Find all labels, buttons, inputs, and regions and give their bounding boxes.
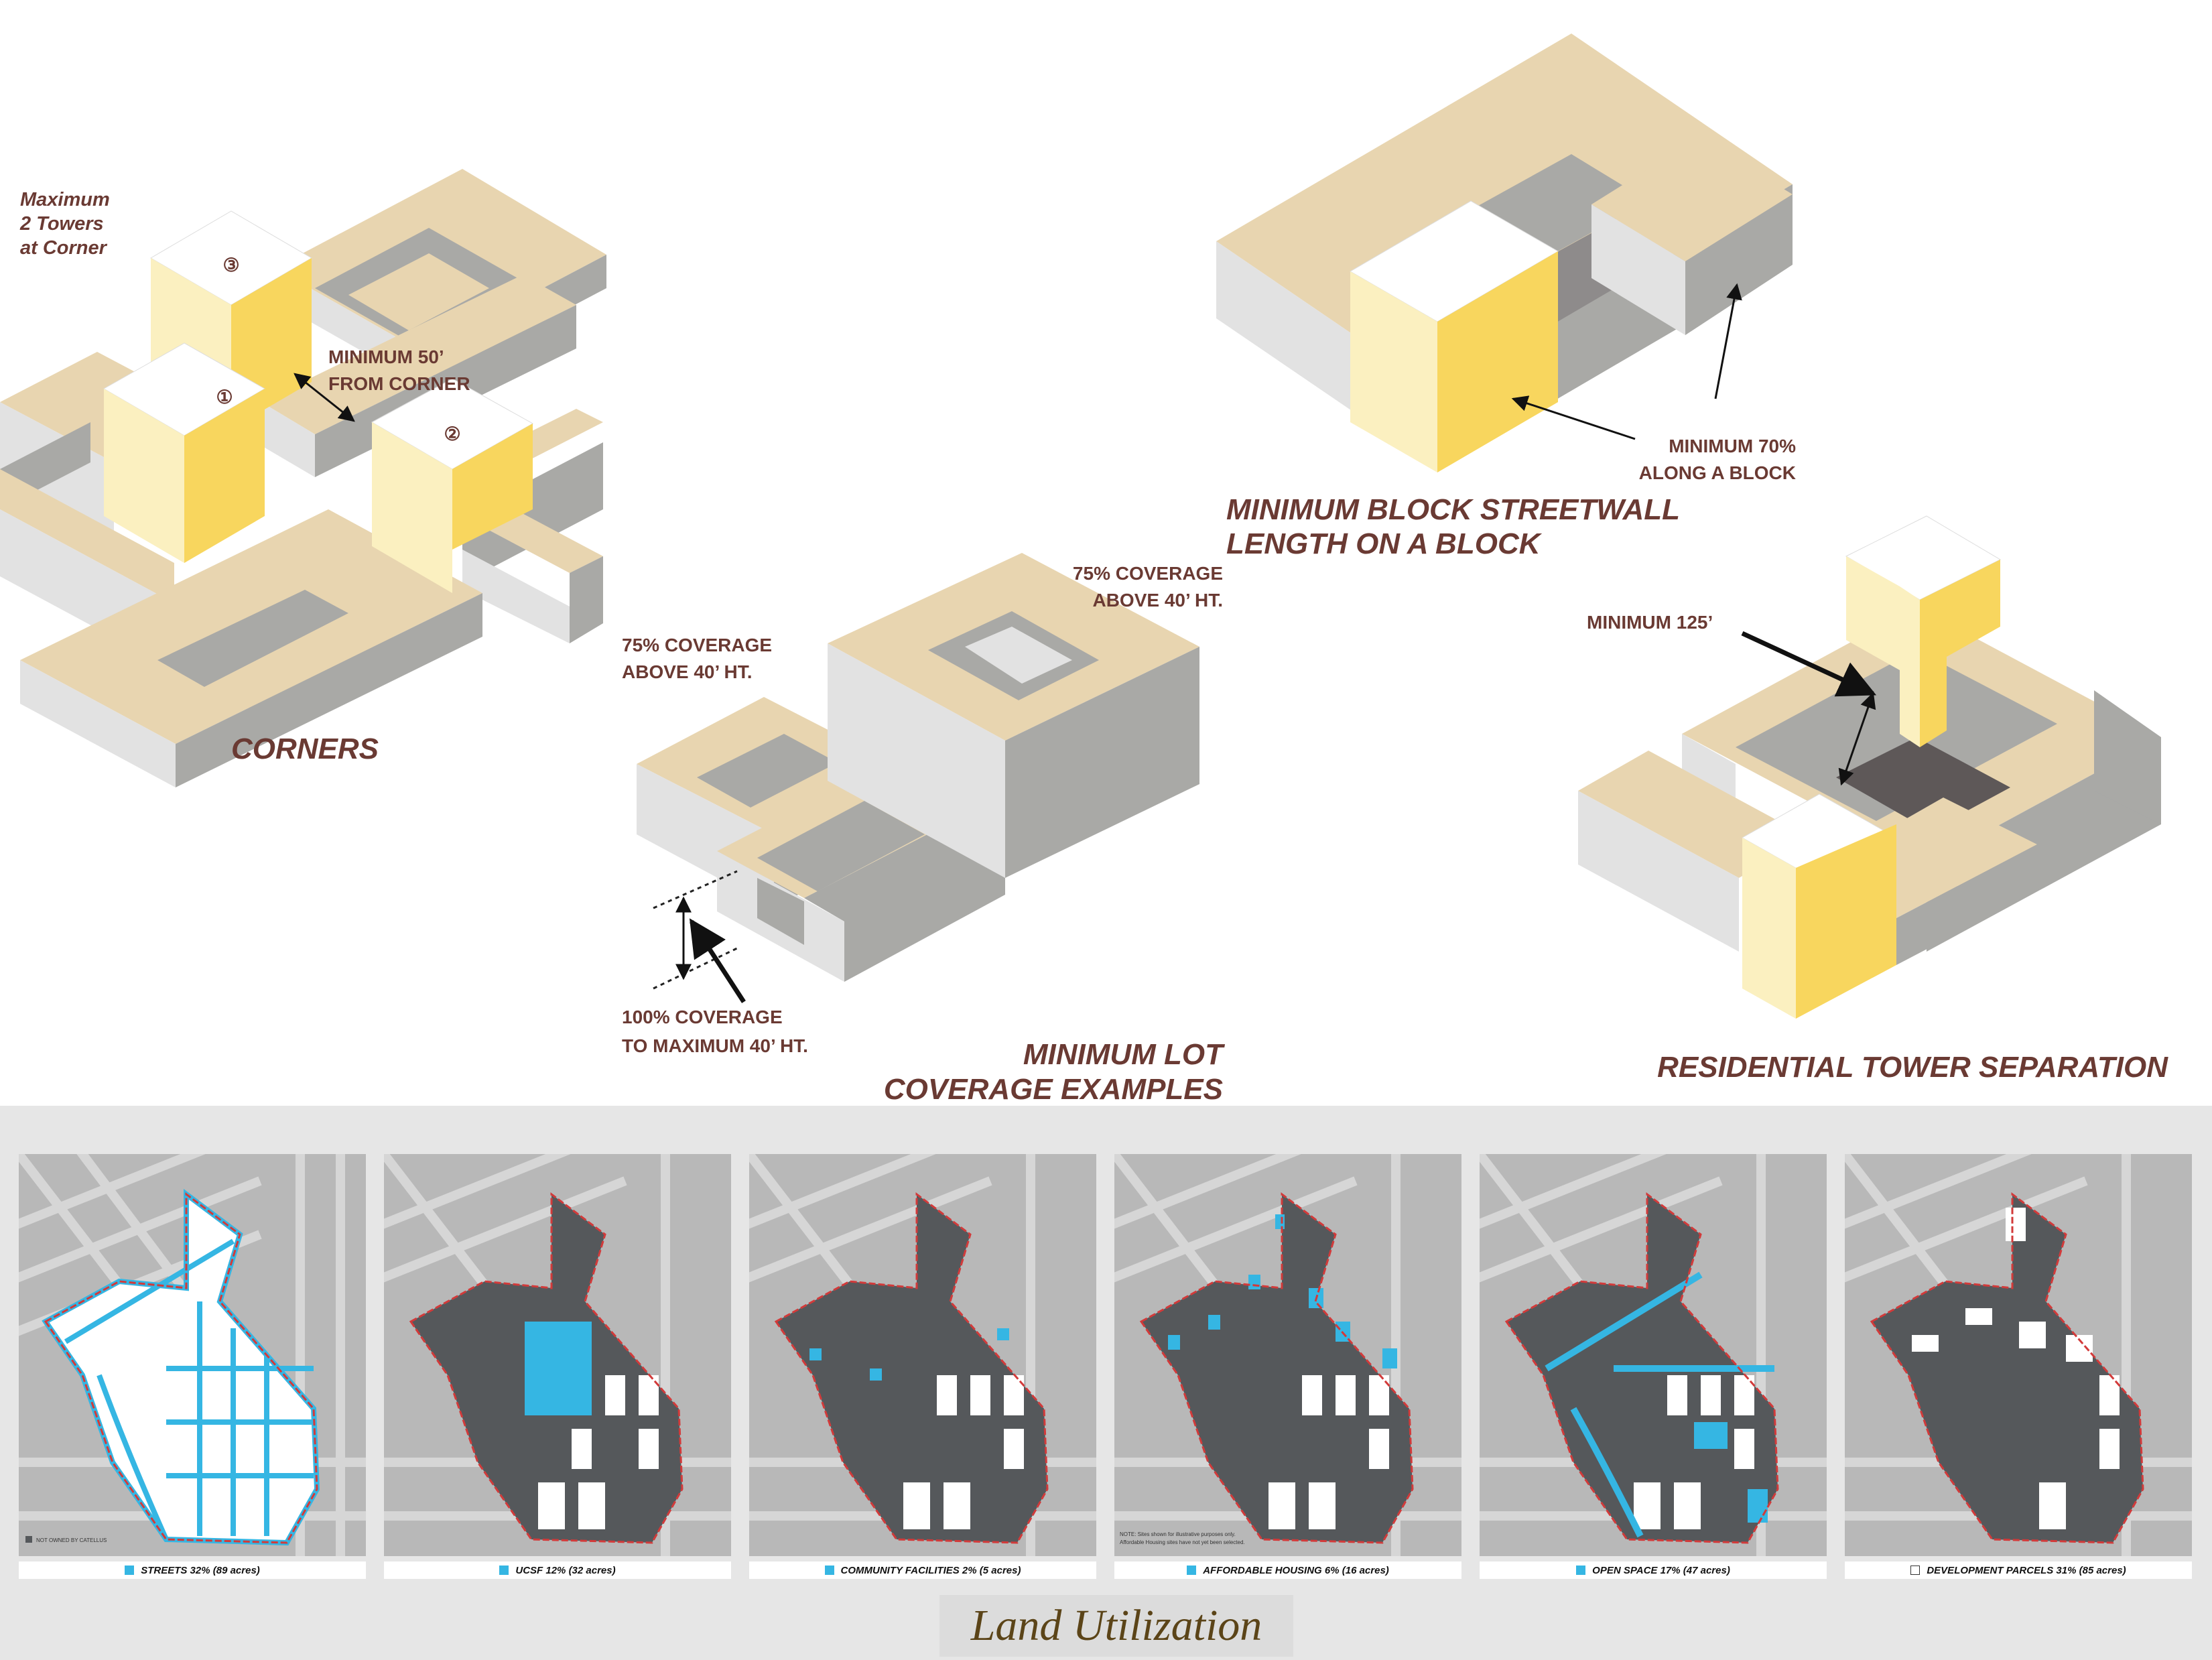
legend-ucsf: UCSF 12% (32 acres): [384, 1561, 731, 1579]
affordable-map-svg: NOTE: Sites shown for illustrative purpo…: [1114, 1154, 1461, 1556]
legend-streets: STREETS 32% (89 acres): [19, 1561, 366, 1579]
lot-coverage-diagram: 75% COVERAGE ABOVE 40’ HT. 75% COVERAGE …: [622, 553, 1225, 1106]
map-note-not-owned: NOT OWNED BY CATELLUS: [36, 1537, 107, 1543]
land-utilization-title: Land Utilization: [939, 1595, 1293, 1657]
legend-swatch-white: [1910, 1566, 1921, 1575]
legend-development-parcels: DEVELOPMENT PARCELS 31% (85 acres): [1845, 1561, 2192, 1579]
legend-swatch-blue: [1576, 1566, 1586, 1575]
lot-coverage-title-line2: COVERAGE EXAMPLES: [884, 1073, 1223, 1106]
legend-affordable-label: AFFORDABLE HOUSING 6% (16 acres): [1203, 1564, 1389, 1576]
legend-open-space-label: OPEN SPACE 17% (47 acres): [1592, 1564, 1730, 1576]
ucsf-map-svg: [384, 1154, 731, 1556]
streetwall-dimension-line2: ALONG A BLOCK: [1639, 462, 1796, 483]
legend-swatch-blue: [499, 1566, 509, 1575]
legend-swatch-blue: [824, 1566, 834, 1575]
corners-dimension-line1: MINIMUM 50’: [328, 346, 444, 367]
corners-diagram: Maximum 2 Towers at Corner ① ③ ② MINIMUM…: [0, 169, 606, 787]
lot-coverage-title-line1: MINIMUM LOT: [1023, 1038, 1225, 1071]
map-note-line2: Affordable Housing sites have not yet be…: [1120, 1539, 1245, 1545]
corners-note-line2: 2 Towers: [19, 213, 104, 235]
tower-3-number: ③: [222, 255, 239, 275]
community-map-svg: [749, 1154, 1096, 1556]
diagrams-svg: Maximum 2 Towers at Corner ① ③ ② MINIMUM…: [0, 34, 2168, 1106]
corners-title: CORNERS: [231, 732, 379, 765]
map-development-parcels: [1845, 1154, 2192, 1556]
streetwall-diagram: MINIMUM 70% ALONG A BLOCK MINIMUM BLOCK …: [1216, 34, 1796, 560]
legend-streets-label: STREETS 32% (89 acres): [141, 1564, 260, 1576]
open-space-map-svg: [1480, 1154, 1827, 1556]
map-community-facilities: [749, 1154, 1096, 1556]
tower-separation-diagram: MINIMUM 125’ RESIDENTIAL TOWER SEPARATIO…: [1578, 515, 2168, 1084]
lot-right-coverage-line1: 75% COVERAGE: [1073, 563, 1223, 584]
tower-2-number: ②: [444, 424, 460, 444]
streetwall-dimension-line1: MINIMUM 70%: [1669, 436, 1796, 456]
corners-dimension-line2: FROM CORNER: [328, 373, 470, 394]
legend-swatch-blue: [1187, 1566, 1197, 1575]
map-note-line1: NOTE: Sites shown for illustrative purpo…: [1120, 1531, 1236, 1537]
tower-1-number: ①: [216, 387, 233, 407]
map-streets: NOT OWNED BY CATELLUS: [19, 1154, 366, 1556]
lot-base-coverage-line2: TO MAXIMUM 40’ HT.: [622, 1035, 808, 1056]
legend-ucsf-label: UCSF 12% (32 acres): [515, 1564, 616, 1576]
lot-right-coverage-line2: ABOVE 40’ HT.: [1092, 590, 1223, 611]
parcels-map-svg: [1845, 1154, 2192, 1556]
legend-parcels-label: DEVELOPMENT PARCELS 31% (85 acres): [1927, 1564, 2126, 1576]
map-affordable-housing: NOTE: Sites shown for illustrative purpo…: [1114, 1154, 1461, 1556]
streetwall-title-line2: LENGTH ON A BLOCK: [1226, 527, 1543, 560]
map-open-space: [1480, 1154, 1827, 1556]
streetwall-title-line1: MINIMUM BLOCK STREETWALL: [1226, 493, 1680, 526]
tower-separation-title: RESIDENTIAL TOWER SEPARATION: [1657, 1051, 2168, 1084]
lot-base-coverage-line1: 100% COVERAGE: [622, 1007, 783, 1027]
legend-community-facilities: COMMUNITY FACILITIES 2% (5 acres): [749, 1561, 1096, 1579]
corners-note-line3: at Corner: [20, 237, 108, 259]
legend-swatch-blue: [125, 1566, 135, 1575]
lot-left-coverage-line1: 75% COVERAGE: [622, 635, 772, 655]
zoning-diagrams: Maximum 2 Towers at Corner ① ③ ② MINIMUM…: [0, 34, 2168, 1106]
legend-open-space: OPEN SPACE 17% (47 acres): [1480, 1561, 1827, 1579]
lot-left-coverage-line2: ABOVE 40’ HT.: [622, 661, 753, 682]
corners-note-line1: Maximum: [20, 189, 110, 210]
map-ucsf: [384, 1154, 731, 1556]
legend-affordable-housing: AFFORDABLE HOUSING 6% (16 acres): [1114, 1561, 1461, 1579]
tower-separation-dimension: MINIMUM 125’: [1587, 612, 1713, 633]
legend-community-label: COMMUNITY FACILITIES 2% (5 acres): [840, 1564, 1021, 1576]
streets-map-svg: NOT OWNED BY CATELLUS: [19, 1154, 366, 1556]
land-utilization-section: NOT OWNED BY CATELLUS STREETS 32% (89 ac…: [0, 1106, 2212, 1660]
